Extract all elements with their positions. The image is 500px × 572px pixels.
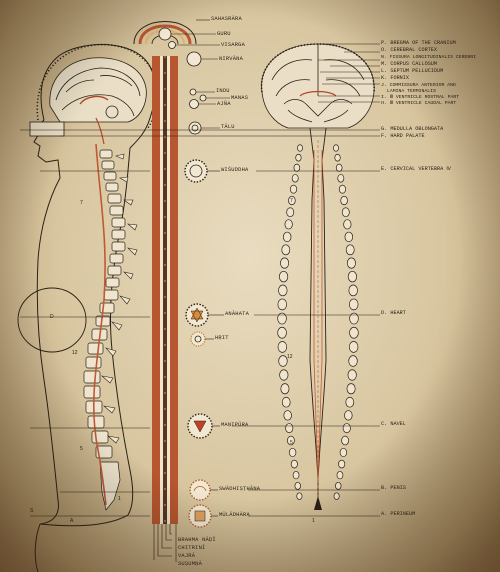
label-h-caudal: H. Ⅲ VENTRICLE CAUDAL PART [381, 101, 457, 106]
label-chitrini: CHITRINĪ [178, 545, 206, 551]
label-o-cortex: O. CEREBRAL CORTEX [381, 47, 438, 53]
label-visuddha: WIŚUDDHA [221, 167, 249, 173]
label-anahata: ANĀHATA [225, 311, 250, 317]
vertebra-number-1-left: 1 [118, 496, 121, 502]
label-indu: INDU [216, 88, 230, 94]
label-f-palate: F. HARD PALATE [381, 133, 425, 139]
label-i-rostral: I. Ⅲ VENTRICLE ROSTRAL PART [381, 95, 460, 100]
label-j-commissura: J. COMMISSURA ANTERIOR AND [381, 83, 456, 88]
label-p-bregma: P. BREGMA OF THE CRANIUM [381, 40, 456, 46]
label-brahma: BRAHMA NĀḌĪ [178, 537, 216, 543]
label-m-corpus: M. CORPUS CALLOSUM [381, 61, 438, 67]
label-k-fornix: K. FORNIX [381, 75, 410, 81]
label-sahasrara: SAHASRĀRA [211, 16, 242, 22]
vertebra-number-5-right: 5 [290, 440, 293, 446]
vertebra-number-12-left: 12 [72, 350, 78, 356]
label-n-fissura: N. FISSURA LONGITUDINALIS CEREBRI [381, 55, 476, 60]
label-c-navel: C. NAVEL [381, 421, 406, 427]
label-j-lamina: LAMINA TERMINALIS [387, 89, 436, 94]
label-svadhisthana: SWĀDHIṢṬHĀNA [219, 486, 261, 492]
label-d-heart: D. HEART [381, 310, 406, 316]
label-ajna: AJÑA [217, 101, 231, 107]
label-guru: GURU [217, 31, 231, 37]
vertebra-number-1-right: 1 [312, 518, 315, 524]
label-nirvana: NIRVĀNA [219, 56, 244, 62]
label-manas: MANAS [231, 95, 249, 101]
region-letter-s: S [30, 508, 34, 514]
vertebra-number-12-right: 12 [287, 354, 293, 360]
vertebra-number-7-right: 7 [290, 198, 293, 204]
region-letter-a: A [70, 518, 74, 524]
vertebra-number-5-left: 5 [80, 446, 83, 452]
vertebra-number-7-left: 7 [80, 200, 83, 206]
label-g-medulla: G. MEDULLA OBLONGATA [381, 126, 444, 132]
label-a-perineum: A. PERINEUM [381, 511, 416, 517]
label-b-penis: B. PENIS [381, 485, 406, 491]
label-susumna: SUṢUMṆĀ [178, 561, 203, 567]
label-visarga: VISARGA [221, 42, 246, 48]
label-e-cervical: E. CERVICAL VERTEBRA Ⅳ [381, 166, 452, 172]
label-talu: TĀLU [221, 124, 235, 130]
label-vajra: VAJRĀ [178, 553, 196, 559]
label-l-septum: L. SEPTUM PELLUCIDUM [381, 68, 444, 74]
region-letter-d: D [50, 314, 54, 320]
label-hrit: HṚIT [215, 335, 229, 341]
label-manipura: MAṆIPŪRA [221, 422, 249, 428]
label-muladhara: MŪLĀDHĀRA [219, 512, 250, 518]
